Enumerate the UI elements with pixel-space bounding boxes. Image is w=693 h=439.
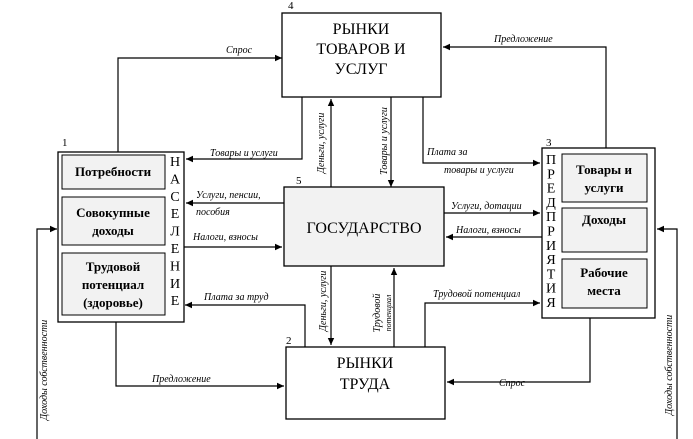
population-block: 1 Потребности Совокупные доходы Трудовой… [57,137,185,323]
goods-market-title-line-3: УСЛУГ [334,61,387,78]
population-item-income-line-1: Совокупные [76,205,150,220]
enterprises-item-jobs-line-2: места [587,283,621,298]
label-goods-to-population: Товары и услуги [210,148,278,159]
arrow-wage-payment [185,301,306,347]
enterprises-item-goods-box [561,153,648,203]
population-vertical-letter: Е [171,207,180,222]
population-vertical-letter: Н [170,259,180,274]
population-item-needs-box [61,154,166,190]
enterprises-vertical-letter: И [546,282,556,297]
population-vertical-letter: С [170,190,179,205]
enterprises-vertical-letter: И [546,239,556,254]
enterprises-vertical-letter: Р [547,167,555,182]
label-supply-top: Предложение [493,34,553,45]
arrow-income-right [657,225,678,439]
government-block: 5 ГОСУДАРСТВО [283,175,445,267]
enterprises-vertical-letter: Д [546,196,556,211]
labor-market-block: 2 РЫНКИ ТРУДА [285,335,446,420]
labor-market-title-line-2: ТРУДА [340,376,391,393]
label-goods-services-down: Товары и услуги [379,107,390,175]
arrow-supply-bottom [115,322,284,390]
population-item-income-line-2: доходы [92,223,134,238]
label-money-services-down: Деньги, услуги [318,271,329,333]
population-vertical-letter: А [170,172,181,187]
population-vertical-letter: Н [170,155,180,170]
arrow-demand-bottom [447,318,591,386]
arrow-supply-top [443,43,607,148]
label-demand-bottom: Спрос [499,378,526,389]
label-money-services-up: Деньги, услуги [316,113,327,175]
enterprises-vertical-letter: Т [547,267,556,282]
enterprises-vertical-letter: Я [546,296,555,311]
label-labor-potential: Трудовой потенциал [433,289,521,300]
label-wage-payment: Плата за труд [203,292,269,303]
goods-market-box [281,12,442,98]
enterprises-vertical-letter: Я [546,253,555,268]
label-payment-goods-line-2: товары и услуги [444,165,514,176]
population-vertical-letter: И [170,277,180,292]
population-vertical-letter: Л [170,225,180,240]
arrow-labor-potential [424,299,540,347]
population-item-income-box [61,196,166,246]
enterprises-vertical-letter: Р [547,225,555,240]
population-item-labor-line-1: Трудовой [86,259,141,274]
flow-lines [36,43,678,439]
government-title: ГОСУДАРСТВО [306,220,421,237]
population-item-needs: Потребности [75,164,152,179]
goods-market-block: 4 РЫНКИ ТОВАРОВ И УСЛУГ [281,0,442,98]
label-services-pensions-line-1: Услуги, пенсии, [196,190,261,201]
labor-market-title-line-1: РЫНКИ [337,355,394,372]
label-services-subsidies: Услуги, дотации [451,201,522,212]
government-number: 5 [296,175,302,187]
label-services-pensions-line-2: пособия [196,207,230,218]
arrow-demand-top [117,54,282,152]
labor-market-box [285,346,446,420]
population-vertical-letter: Е [171,242,180,257]
population-item-labor-line-3: (здоровье) [83,295,143,310]
label-demand-top: Спрос [226,45,253,56]
labor-market-number: 2 [286,335,292,347]
label-labor-potential-2-line-1: Трудовой [372,294,383,333]
government-box [283,186,445,267]
enterprises-vertical-letter: П [546,153,556,168]
goods-market-title-line-1: РЫНКИ [333,21,390,38]
enterprises-block: 3 Товары и услуги Доходы Рабочие места П… [541,137,656,319]
label-labor-potential-2-line-2: потенциал [384,294,393,331]
enterprises-item-goods-line-1: Товары и [576,162,632,177]
goods-market-title-line-2: ТОВАРОВ И [316,41,406,58]
enterprises-item-income-box [561,207,648,253]
label-income-right: Доходы собственности [664,315,675,417]
enterprises-item-goods-line-2: услуги [584,180,624,195]
enterprises-item-jobs-box [561,258,648,309]
enterprises-item-income: Доходы [582,212,626,227]
enterprises-vertical-letter: П [546,210,556,225]
enterprises-number: 3 [546,137,552,149]
label-taxes-population: Налоги, взносы [192,232,258,243]
enterprises-item-jobs-line-1: Рабочие [580,265,628,280]
label-payment-goods-line-1: Плата за [426,147,467,158]
arrow-goods-to-population [186,97,303,163]
label-supply-bottom: Предложение [151,374,211,385]
enterprises-vertical-letter: Е [547,182,556,197]
goods-market-number: 4 [288,0,294,12]
population-item-labor-line-2: потенциал [82,277,144,292]
label-taxes-enterprises: Налоги, взносы [455,225,521,236]
population-number: 1 [62,137,68,149]
population-item-labor-box [61,252,166,316]
flow-labels: Спрос Предложение Товары и услуги Деньги… [39,34,675,421]
label-income-left: Доходы собственности [39,320,50,422]
arrow-income-left [36,225,57,439]
arrow-payment-goods [422,97,540,167]
population-vertical-letter: Е [171,294,180,309]
